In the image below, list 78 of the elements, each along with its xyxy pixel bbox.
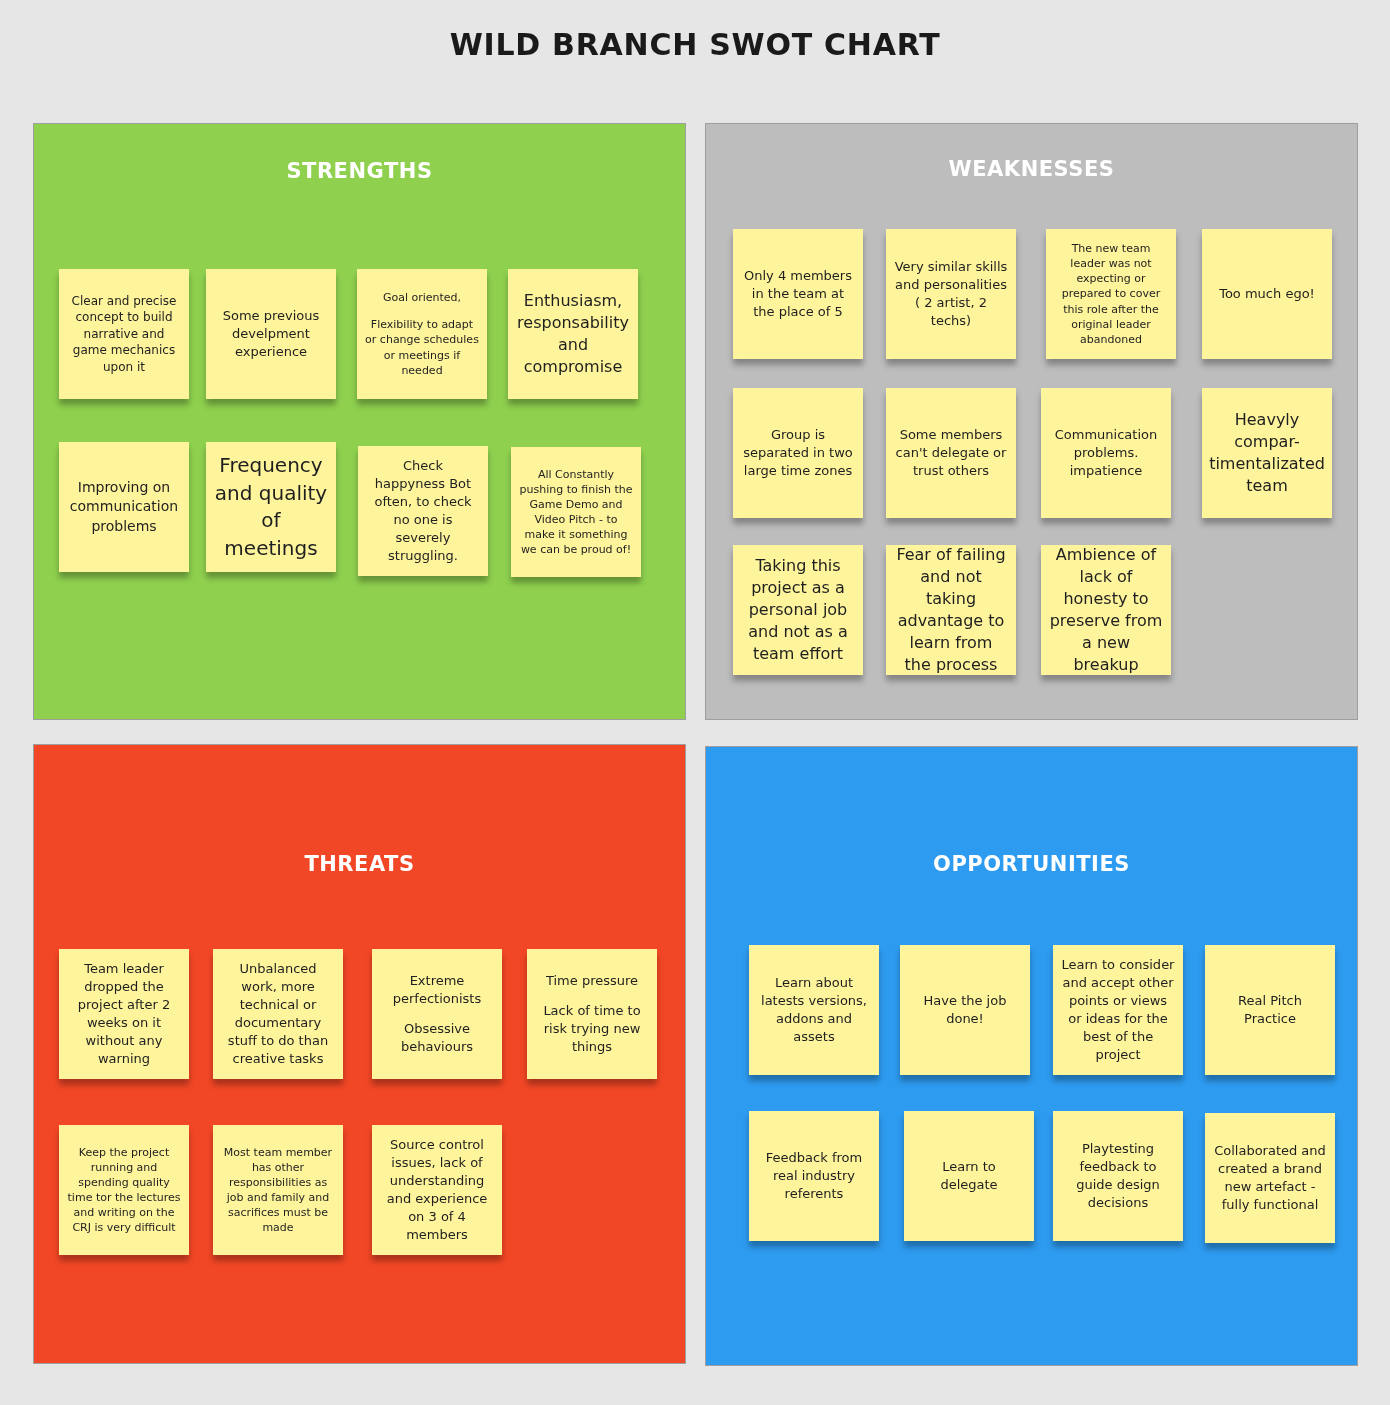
note-text: Fear of failing and not taking advantage to learn from the process — [895, 544, 1007, 676]
sticky-note — [372, 949, 502, 1079]
sticky-note — [733, 229, 863, 359]
chart-title: WILD BRANCH SWOT CHART — [448, 26, 942, 64]
sticky-note — [213, 1125, 343, 1255]
note-text: Learn to delegate — [939, 1158, 999, 1194]
sticky-note — [511, 447, 641, 577]
sticky-note — [59, 269, 189, 399]
note-text: Real Pitch Practice — [1237, 992, 1303, 1028]
quadrant-panel — [705, 123, 1358, 720]
sticky-note — [1205, 1113, 1335, 1243]
note-text: Feedback from real industry referents — [764, 1149, 864, 1203]
sticky-note — [372, 1125, 502, 1255]
sticky-note — [900, 945, 1030, 1075]
quadrant-heading: THREATS — [303, 851, 416, 878]
note-text: Learn about latests versions, addons and assets — [760, 974, 868, 1046]
sticky-note — [358, 446, 488, 576]
quadrant-panel — [33, 744, 686, 1364]
quadrant-panel — [705, 746, 1358, 1366]
note-text: Some previous develpment experience — [221, 307, 321, 361]
sticky-note — [213, 949, 343, 1079]
note-text: The new team leader was not expecting or prepared to cover this role after the original leader abandoned — [1060, 241, 1162, 347]
note-text: Playtesting feedback to guide design decisions — [1075, 1140, 1161, 1212]
note-text: Source control issues, lack of understanding and experience on 3 of 4 members — [385, 1136, 489, 1244]
sticky-note — [1053, 1111, 1183, 1241]
sticky-note — [527, 949, 657, 1079]
sticky-note — [1053, 945, 1183, 1075]
sticky-note — [749, 1111, 879, 1241]
quadrant-heading: WEAKNESSES — [947, 156, 1116, 183]
note-text: Learn to consider and accept other points or views or ideas for the best of the project — [1061, 956, 1175, 1064]
note-text: All Constantly pushing to finish the Game Demo and Video Pitch - to make it something we can be proud of! — [519, 466, 633, 558]
sticky-note — [508, 269, 638, 399]
note-text: Lack of time to risk trying new things — [542, 1002, 642, 1056]
sticky-note — [1202, 229, 1332, 359]
sticky-note — [1046, 229, 1176, 359]
sticky-note — [206, 269, 336, 399]
note-text: Keep the project running and spending quality time tor the lectures and writing on the CRJ is very difficult — [67, 1144, 181, 1236]
sticky-note — [886, 229, 1016, 359]
note-text: Check happyness Bot often, to check no one is severely struggling. — [373, 457, 473, 565]
note-text: Group is separated in two large time zones — [742, 426, 854, 480]
quadrant-panel — [33, 123, 686, 720]
note-text: Ambience of lack of honesty to preserve from a new breakup — [1049, 544, 1163, 676]
note-text: Clear and precise concept to build narrative and game mechanics upon it — [70, 292, 178, 376]
note-text: Improving on communication problems — [68, 478, 180, 536]
note-text: Team leader dropped the project after 2 weeks on it without any warning — [76, 960, 172, 1068]
note-text: Most team member has other responsibilities as job and family and sacrifices must be made — [222, 1144, 334, 1236]
note-text: Taking this project as a personal job and not as a team effort — [747, 555, 849, 665]
note-text: Only 4 members in the team at the place of 5 — [743, 267, 853, 321]
sticky-note — [59, 949, 189, 1079]
sticky-note — [904, 1111, 1034, 1241]
note-text: Very similar skills and personalities ( 2 artist, 2 techs) — [894, 258, 1008, 330]
note-text: Heavyly compar- timentalizated team — [1209, 409, 1325, 497]
note-text: Too much ego! — [1219, 285, 1315, 303]
note-text: Extreme perfectionists — [391, 972, 483, 1008]
quadrant-heading: STRENGTHS — [285, 158, 434, 185]
sticky-note — [749, 945, 879, 1075]
note-text: Collaborated and created a brand new artefact - fully functional — [1213, 1142, 1327, 1214]
note-text: Unbalanced work, more technical or documentary stuff to do than creative tasks — [226, 960, 330, 1068]
sticky-note — [206, 442, 336, 572]
sticky-note — [357, 269, 487, 399]
quadrant-heading: OPPORTUNITIES — [932, 851, 1131, 878]
sticky-note — [59, 442, 189, 572]
sticky-note — [1041, 388, 1171, 518]
note-text: Frequency and quality of meetings — [214, 452, 328, 562]
note-text: Obsessive behaviours — [399, 1020, 475, 1056]
note-text: Flexibility to adapt or change schedules or meetings if needed — [365, 317, 479, 378]
note-text: Communication problems. impatience — [1053, 426, 1159, 480]
sticky-note — [733, 545, 863, 675]
sticky-note — [1202, 388, 1332, 518]
sticky-note — [59, 1125, 189, 1255]
sticky-note — [1205, 945, 1335, 1075]
note-text: Goal oriented, — [382, 290, 462, 306]
sticky-note — [886, 388, 1016, 518]
note-text: Some members can't delegate or trust others — [894, 426, 1008, 480]
note-text: Have the job done! — [922, 992, 1008, 1028]
note-text: Time pressure — [545, 972, 639, 991]
note-text: Enthusiasm, responsability and compromise — [516, 290, 630, 378]
sticky-note — [733, 388, 863, 518]
